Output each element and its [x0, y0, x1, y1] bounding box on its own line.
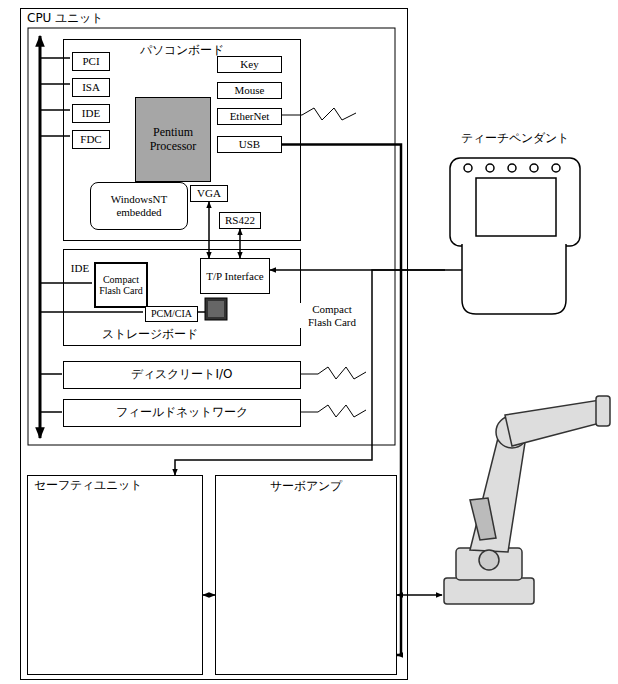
unit-heading: CPU ユニット: [27, 12, 103, 26]
robot-illustration: [444, 396, 610, 604]
component-box: PCM/CIA: [145, 306, 198, 322]
box-label: PCM/CIA: [149, 308, 194, 320]
box-label: Key: [238, 58, 260, 71]
component-box: Mouse: [217, 82, 282, 99]
inner-frame: [28, 28, 395, 445]
box-label: RS422: [223, 214, 257, 227]
box-label: PCI: [80, 55, 101, 68]
box-label: VGA: [195, 187, 223, 200]
card-icon: [205, 298, 227, 320]
component-box: T/P Interface: [200, 258, 270, 294]
system-bus: [39, 36, 42, 438]
unit-frame: セーフティユニット: [27, 475, 203, 675]
unit-heading: セーフティユニット: [34, 479, 142, 493]
unit-frame: サーボアンプ: [215, 475, 397, 675]
component-box: EtherNet: [217, 108, 282, 125]
box-label: FDC: [78, 133, 103, 146]
box-label: IDE: [80, 107, 102, 120]
part-label: IDE: [66, 262, 94, 275]
component-box: ISA: [72, 78, 110, 97]
connector: [239, 229, 241, 258]
connector: [203, 594, 215, 596]
component-box: PCI: [72, 52, 110, 71]
box-label: フィールドネットワーク: [114, 406, 250, 420]
component-box: RS422: [219, 212, 261, 229]
unit-frame: ストレージボード Compact Flash Card T/P InterfaceP…: [63, 249, 301, 346]
component-box: VGA: [190, 185, 228, 202]
unit-heading: サーボアンプ: [216, 480, 396, 494]
unit-frame: パソコンボードPCIISAIDEFDCPentium ProcessorKeyM…: [63, 39, 301, 241]
box-label: ディスクリートI/O: [129, 368, 234, 382]
teach-pendant: [445, 158, 580, 314]
component-box: IDE: [72, 104, 110, 123]
part-label: Compact Flash Card: [300, 303, 364, 328]
component-box: フィールドネットワーク: [63, 399, 301, 427]
box-label: T/P Interface: [204, 270, 265, 283]
box-label: WindowsNT embedded: [91, 193, 187, 218]
box-label: USB: [237, 138, 262, 151]
component-box: Compact Flash Card: [94, 262, 148, 308]
component-box: Pentium Processor: [135, 97, 211, 182]
unit-frame: ティーチペンダント: [445, 128, 585, 318]
box-label: ISA: [80, 81, 102, 94]
servo-robot-link: [397, 594, 442, 596]
component-box: FDC: [72, 130, 110, 149]
box-label: Compact Flash Card: [96, 274, 146, 297]
box-label: Mouse: [233, 84, 267, 97]
component-box: WindowsNT embedded: [90, 182, 188, 230]
box-label: Pentium Processor: [136, 126, 210, 154]
unit-heading: ティーチペンダント: [445, 132, 585, 146]
unit-frame: CPU ユニットパソコンボードPCIISAIDEFDCPentium Proce…: [20, 8, 408, 680]
component-box: ディスクリートI/O: [63, 361, 301, 389]
component-box: USB: [217, 136, 282, 153]
box-label: EtherNet: [228, 110, 272, 123]
component-box: Key: [217, 56, 282, 73]
card-icon-face: [208, 301, 224, 317]
unit-heading: ストレージボード: [102, 328, 198, 342]
